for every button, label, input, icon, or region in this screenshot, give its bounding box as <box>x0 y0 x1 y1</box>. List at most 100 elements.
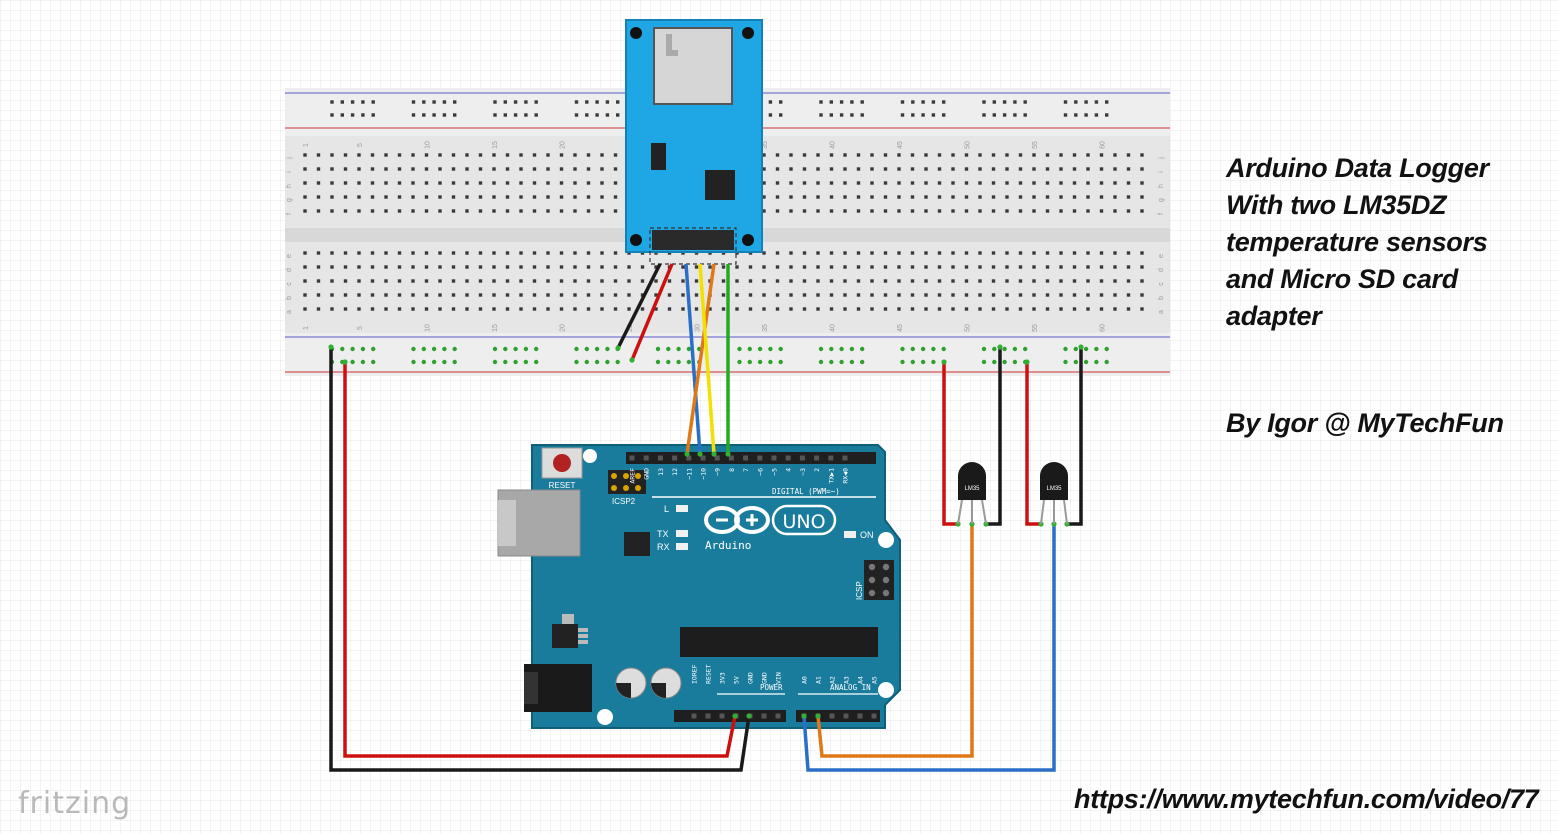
pin-label: ~5 <box>771 468 779 476</box>
breadboard-hole <box>1140 181 1144 185</box>
breadboard-hole <box>937 293 942 297</box>
breadboard-hole <box>694 307 699 311</box>
breadboard-hole <box>802 167 807 171</box>
rail-hole <box>921 100 925 104</box>
breadboard-hole <box>451 209 456 213</box>
breadboard-hole <box>532 153 537 157</box>
breadboard-hole <box>546 307 550 311</box>
breadboard-hole <box>586 279 591 283</box>
breadboard-hole <box>532 251 537 255</box>
breadboard-hole <box>937 181 942 185</box>
breadboard-hole <box>829 181 834 185</box>
rail-hole <box>1063 100 1068 104</box>
breadboard-hole <box>654 279 658 283</box>
breadboard-hole <box>343 279 348 283</box>
breadboard-hole <box>1099 181 1104 185</box>
breadboard-hole <box>1086 167 1090 171</box>
breadboard-hole <box>694 279 699 283</box>
regulator-pin <box>578 628 588 632</box>
breadboard-hole <box>357 307 361 311</box>
rail-hole <box>1063 113 1068 117</box>
wire-end-dot <box>732 713 738 719</box>
rail-hole-connected <box>594 346 600 352</box>
breadboard-hole <box>303 209 307 213</box>
breadboard-hole <box>1018 167 1023 171</box>
breadboard-hole <box>991 167 996 171</box>
header-hole <box>843 713 849 719</box>
breadboard-hole <box>492 153 496 157</box>
breadboard-hole <box>991 195 996 199</box>
breadboard-hole <box>384 153 388 157</box>
pin-label: ~9 <box>714 468 722 476</box>
breadboard-hole <box>870 265 874 269</box>
uno-label: UNO <box>782 511 825 533</box>
rail-hole-connected <box>421 359 426 365</box>
breadboard-hole <box>897 153 901 157</box>
rail-hole <box>1074 113 1078 117</box>
header-hole <box>814 455 820 461</box>
rail-hole <box>1023 100 1027 104</box>
icsp2-label: ICSP2 <box>612 497 636 506</box>
breadboard-hole <box>978 195 982 199</box>
breadboard-hole <box>411 265 415 269</box>
breadboard-hole <box>1032 265 1036 269</box>
wire-sensor1-vcc <box>942 362 958 526</box>
rail-hole-connected <box>442 359 447 365</box>
breadboard-hole <box>343 209 348 213</box>
breadboard-hole <box>789 181 793 185</box>
breadboard-hole <box>1126 195 1131 199</box>
breadboard-hole <box>1086 279 1090 283</box>
pin-label: A0 <box>801 676 809 684</box>
pin-label: VIN <box>775 672 783 684</box>
rail-hole <box>900 100 905 104</box>
breadboard-hole <box>681 307 685 311</box>
breadboard-hole <box>600 307 604 311</box>
rail-hole-connected <box>1083 359 1089 365</box>
row-letter: c <box>286 282 293 286</box>
breadboard-hole <box>735 307 739 311</box>
rail-hole-connected <box>1073 359 1079 365</box>
breadboard-hole <box>978 209 982 213</box>
breadboard-hole <box>411 293 415 297</box>
rail-hole <box>1084 113 1088 117</box>
breadboard-hole <box>1045 195 1050 199</box>
wire-end-dot <box>684 451 690 457</box>
breadboard-hole <box>586 307 591 311</box>
rail-hole-connected <box>737 346 742 352</box>
breadboard-hole <box>613 181 618 185</box>
breadboard-hole <box>978 153 982 157</box>
breadboard-hole <box>816 195 820 199</box>
breadboard-hole <box>735 279 739 283</box>
wire-end-dot <box>615 345 621 351</box>
pin-label: TX▶1 <box>827 468 835 484</box>
breadboard-hole <box>951 307 955 311</box>
breadboard-hole <box>1072 195 1077 199</box>
breadboard-hole <box>897 209 901 213</box>
rail-hole-connected <box>900 346 905 352</box>
breadboard-hole <box>1140 153 1144 157</box>
breadboard-hole <box>667 307 672 311</box>
breadboard-hole <box>951 195 955 199</box>
breadboard-hole <box>397 279 402 283</box>
rail-hole-connected <box>534 346 539 352</box>
breadboard-hole <box>1099 209 1104 213</box>
breadboard-hole <box>1059 167 1063 171</box>
icsp-pins <box>868 563 890 597</box>
breadboard-hole <box>775 153 780 157</box>
breadboard-hole <box>1045 167 1050 171</box>
column-number: 35 <box>762 324 769 332</box>
breadboard-hole <box>1113 167 1117 171</box>
breadboard-hole <box>748 307 753 311</box>
breadboard-hole <box>1045 153 1050 157</box>
rail-hole <box>442 100 447 104</box>
breadboard-hole <box>357 181 361 185</box>
breadboard-hole <box>357 209 361 213</box>
rail-hole <box>1013 100 1017 104</box>
breadboard-hole <box>505 251 510 255</box>
breadboard-hole <box>519 307 523 311</box>
breadboard-hole <box>424 279 429 283</box>
breadboard-hole <box>640 265 645 269</box>
breadboard-hole <box>451 265 456 269</box>
breadboard-hole <box>505 279 510 283</box>
